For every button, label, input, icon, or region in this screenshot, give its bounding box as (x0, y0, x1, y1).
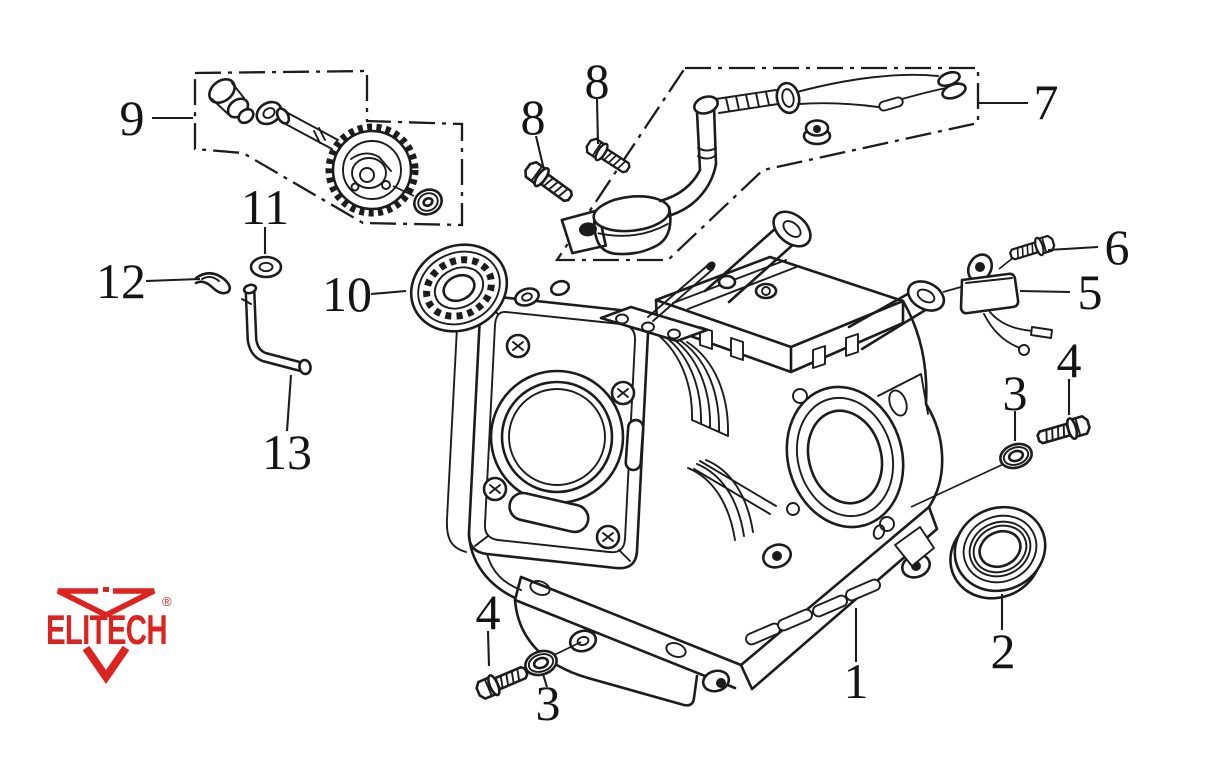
leader-line-8 (534, 135, 546, 171)
corner-boss (701, 669, 731, 693)
mount-arm (703, 226, 798, 304)
callout-label-4: 4 (1057, 332, 1082, 388)
oil-level-switch-drawing (959, 253, 1053, 356)
callout-label-13: 13 (262, 424, 312, 480)
ball-bearing-drawing (409, 243, 509, 333)
oil-pipe-drawing (241, 283, 312, 376)
callout-label-2: 2 (991, 623, 1016, 679)
flange-screw-hole (482, 476, 508, 502)
leader-line-8 (595, 98, 600, 145)
wire-harness (796, 73, 939, 108)
bolt-6 (1007, 232, 1057, 265)
callout-label-8: 8 (585, 53, 610, 109)
leader-line-10 (370, 289, 407, 296)
cylinder-bore (489, 369, 625, 505)
clip-drawing (194, 271, 232, 295)
bolt-4-bottom (472, 660, 532, 703)
oil-seal-drawing (949, 505, 1047, 600)
callout-label-5: 5 (1078, 264, 1103, 320)
callout-label-3: 3 (536, 675, 561, 731)
callout-label-3: 3 (1003, 365, 1028, 421)
callout-label-12: 12 (96, 253, 146, 309)
leader-line-4 (486, 630, 491, 667)
callout-label-10: 10 (322, 266, 372, 322)
cam-gear (325, 123, 419, 217)
leader-line-6 (1047, 245, 1099, 252)
logo-registered-mark: ® (162, 594, 172, 609)
oil-alert-assembly-drawing (560, 70, 967, 256)
mount-boss (762, 543, 792, 569)
logo-bottom-v (82, 645, 130, 685)
callout-label-4: 4 (476, 584, 501, 640)
thrust-washer-drawing (249, 255, 283, 279)
mount-arm (847, 289, 929, 351)
leader-lines (145, 98, 1099, 688)
breather-cup (560, 195, 672, 256)
attachment-lines (549, 256, 1015, 658)
grommet (802, 119, 832, 146)
flange-bolt-8-left (520, 157, 578, 208)
bolt-4-right (1034, 412, 1093, 450)
leader-line-5 (1019, 289, 1071, 294)
drain-boss (568, 629, 598, 653)
callout-label-9: 9 (120, 90, 145, 146)
callout-label-11: 11 (241, 179, 289, 235)
callout-label-8: 8 (521, 89, 546, 145)
washer-3-right (995, 438, 1037, 474)
leader-line-12 (145, 277, 201, 283)
crankcase-drawing (446, 210, 946, 707)
cooling-fins (650, 329, 729, 437)
cam-end-bearing (413, 188, 443, 216)
brand-logo: ELITECH ® (46, 585, 172, 685)
logo-text: ELITECH (46, 606, 167, 654)
flange-screw-hole (610, 380, 636, 406)
group-boundary-oil-alert (554, 66, 980, 262)
callout-label-1: 1 (844, 653, 869, 709)
callout-label-7: 7 (1034, 74, 1059, 130)
flange-screw-hole (505, 333, 531, 359)
group-boundary-camshaft (193, 69, 464, 227)
flange-screw-hole (595, 524, 621, 550)
leader-line-13 (285, 374, 293, 432)
leader-line-3 (541, 673, 549, 688)
crank-bearing-boss (785, 385, 905, 529)
callout-label-6: 6 (1105, 219, 1130, 275)
camshaft-assembly-drawing (208, 78, 443, 217)
